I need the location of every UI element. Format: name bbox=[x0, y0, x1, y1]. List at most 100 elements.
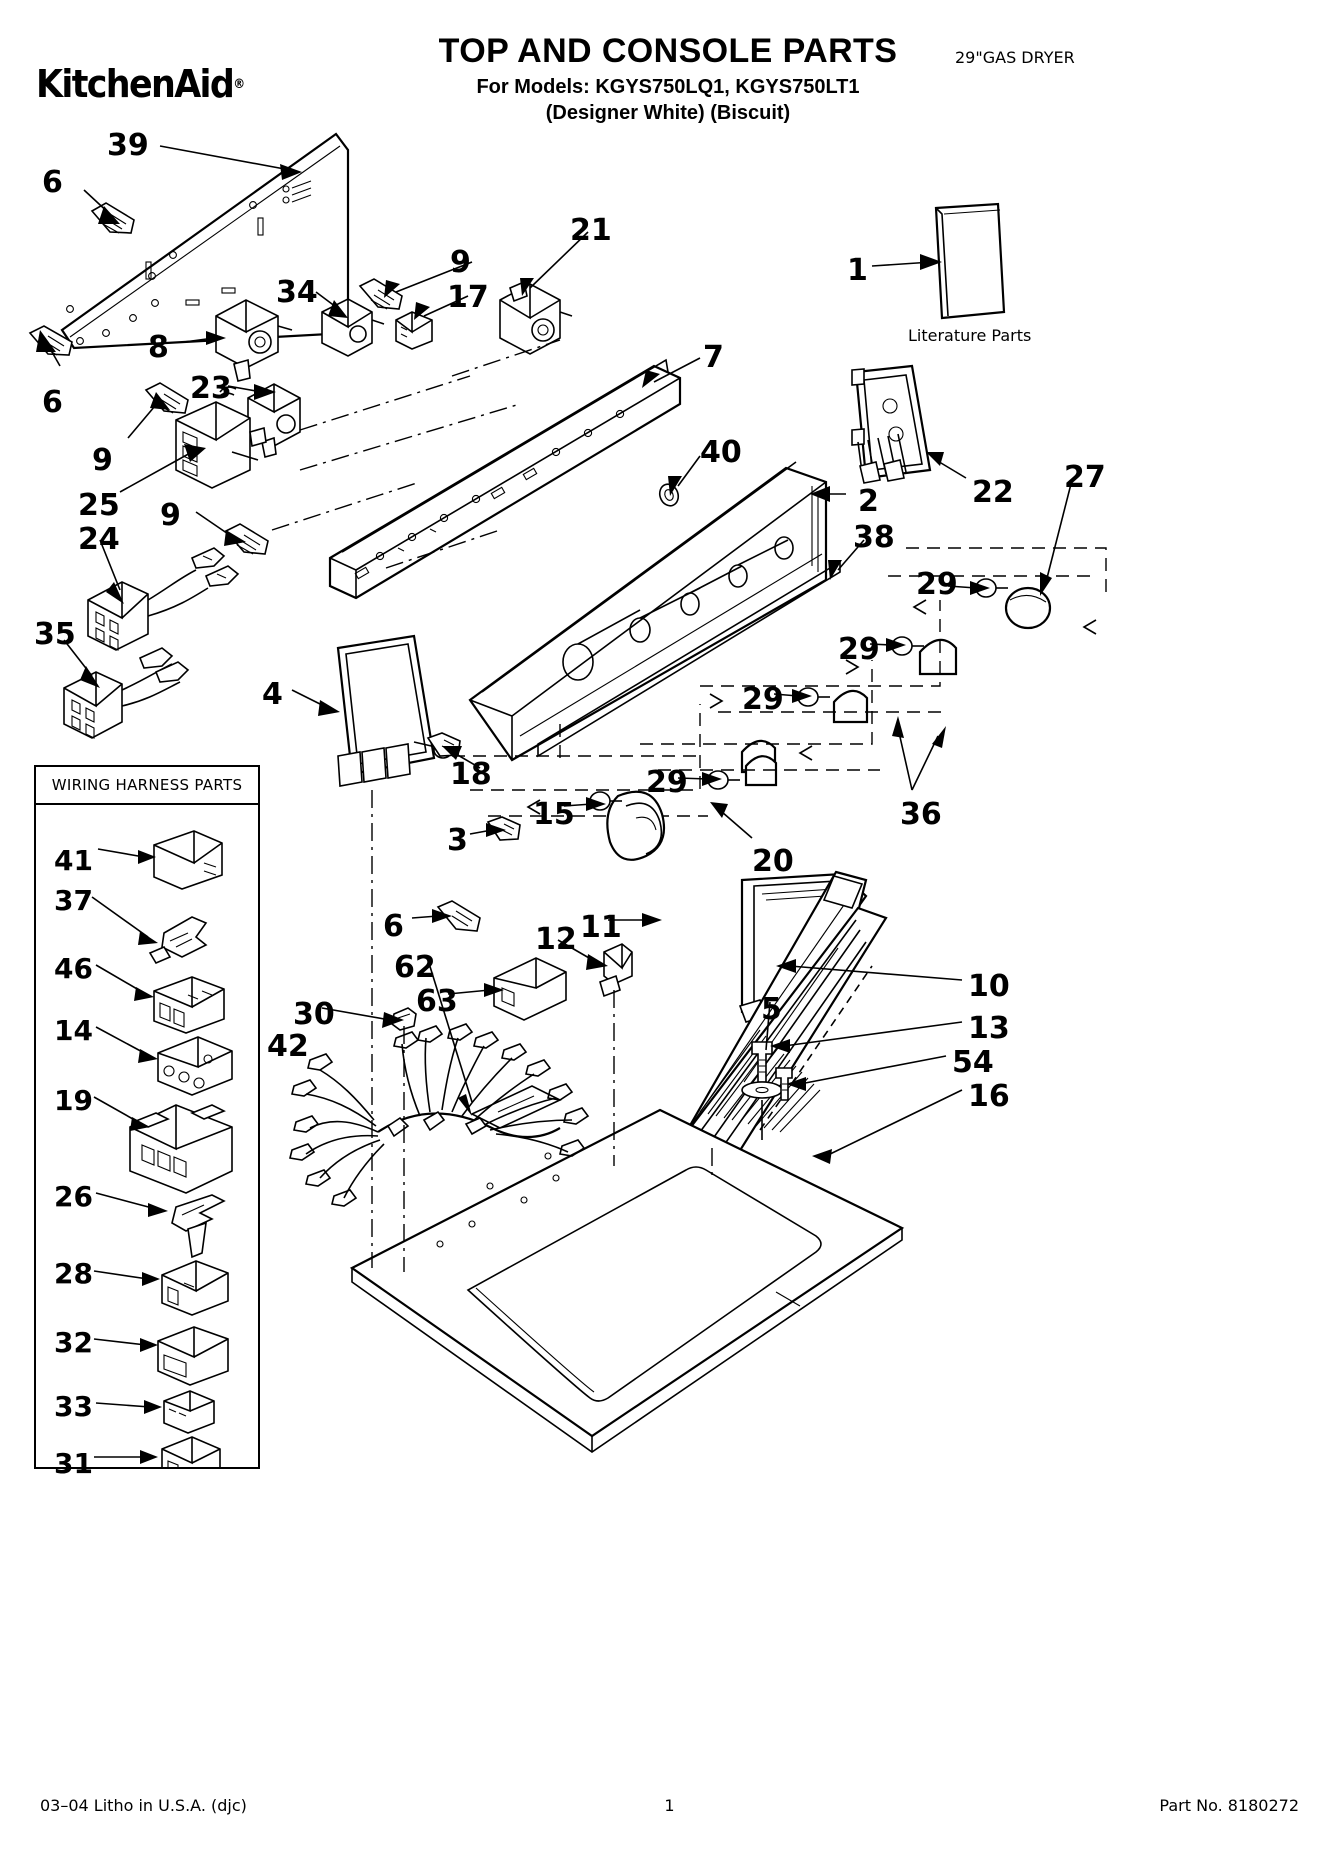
callout-39: 39 bbox=[107, 128, 149, 163]
part-3-screw bbox=[486, 816, 521, 841]
part-2-console-panel bbox=[468, 461, 841, 762]
callout-21: 21 bbox=[570, 213, 612, 248]
part-35-wire-harness bbox=[63, 647, 190, 739]
callout-40: 40 bbox=[700, 435, 742, 470]
part-1-literature bbox=[934, 202, 1006, 320]
callout-29: 29 bbox=[646, 765, 688, 800]
callout-23: 23 bbox=[190, 371, 232, 406]
callout-8: 8 bbox=[148, 330, 169, 365]
part-21-switch bbox=[499, 280, 573, 355]
callout-35: 35 bbox=[34, 617, 76, 652]
callout-5: 5 bbox=[761, 992, 782, 1027]
legend-item-32: 32 bbox=[54, 1326, 93, 1359]
callout-22: 22 bbox=[972, 475, 1014, 510]
callout-4: 4 bbox=[262, 677, 283, 712]
wire-harness-bundle bbox=[289, 1023, 590, 1207]
footer-litho: 03–04 Litho in U.S.A. (djc) bbox=[40, 1796, 247, 1815]
part-8-rotary-switch bbox=[215, 299, 293, 382]
footer-page-number: 1 bbox=[664, 1796, 675, 1815]
part-13-screw bbox=[751, 1041, 773, 1083]
page-title: TOP AND CONSOLE PARTS bbox=[438, 32, 898, 70]
part-30-42-clip bbox=[391, 1007, 417, 1031]
callout-7: 7 bbox=[703, 340, 724, 375]
registered-mark: ® bbox=[233, 77, 245, 92]
part-5-screw bbox=[761, 1067, 793, 1140]
callout-15: 15 bbox=[533, 797, 575, 832]
legend-item-19: 19 bbox=[54, 1084, 93, 1117]
wiring-harness-parts-box: WIRING HARNESS PARTS bbox=[34, 765, 260, 1478]
callout-29: 29 bbox=[838, 632, 880, 667]
brand-name: KitchenAid bbox=[36, 62, 235, 106]
model-list: For Models: KGYS750LQ1, KGYS750LT1 bbox=[476, 76, 860, 98]
callout-38: 38 bbox=[853, 520, 895, 555]
callout-63: 63 bbox=[416, 984, 458, 1019]
part-27-knob bbox=[1004, 586, 1052, 630]
callout-29: 29 bbox=[742, 682, 784, 717]
callout-17: 17 bbox=[447, 280, 489, 315]
color-variants: (Designer White) (Biscuit) bbox=[545, 102, 791, 124]
callout-9: 9 bbox=[450, 245, 471, 280]
callout-6: 6 bbox=[42, 165, 63, 200]
legend-item-41: 41 bbox=[54, 844, 93, 877]
footer-part-number: Part No. 8180272 bbox=[1159, 1796, 1299, 1815]
legend-item-31: 31 bbox=[54, 1447, 93, 1480]
part-40-bushing bbox=[658, 483, 680, 507]
legend-item-37: 37 bbox=[54, 884, 93, 917]
callout-29: 29 bbox=[916, 567, 958, 602]
part-39-rear-panel bbox=[60, 132, 350, 350]
callout-27: 27 bbox=[1064, 460, 1106, 495]
callout-3: 3 bbox=[447, 823, 468, 858]
callout-42: 42 bbox=[267, 1029, 309, 1064]
part-62-mounting-plate bbox=[470, 1085, 562, 1129]
legend-item-26: 26 bbox=[54, 1180, 93, 1213]
legend-item-14: 14 bbox=[54, 1014, 93, 1047]
callout-10: 10 bbox=[968, 969, 1010, 1004]
part-6-screws bbox=[28, 202, 135, 356]
part-22-end-bracket bbox=[851, 364, 932, 484]
part-9-screws bbox=[144, 278, 403, 555]
callout-25: 25 bbox=[78, 488, 120, 523]
legend-artwork bbox=[91, 830, 233, 1467]
callout-9: 9 bbox=[160, 498, 181, 533]
callout-18: 18 bbox=[450, 757, 492, 792]
part-18-screw bbox=[426, 732, 461, 757]
callout-34: 34 bbox=[276, 275, 318, 310]
callout-36: 36 bbox=[900, 797, 942, 832]
dryer-type-label: 29"GAS DRYER bbox=[955, 48, 1075, 67]
callout-11: 11 bbox=[580, 910, 622, 945]
callout-30: 30 bbox=[293, 997, 335, 1032]
part-15-timer-knob bbox=[589, 790, 666, 861]
kitchenaid-logo: KitchenAid® bbox=[36, 62, 342, 108]
part-12-lid-switch bbox=[599, 943, 633, 998]
callout-20: 20 bbox=[752, 844, 794, 879]
part-54-washer bbox=[741, 1081, 783, 1099]
callout-1: 1 bbox=[847, 253, 868, 288]
callout-2: 2 bbox=[858, 484, 879, 519]
callout-62: 62 bbox=[394, 950, 436, 985]
part-17-terminal bbox=[395, 311, 433, 350]
part-24-wire-harness bbox=[87, 547, 240, 651]
legend-item-46: 46 bbox=[54, 952, 93, 985]
callout-6: 6 bbox=[383, 909, 404, 944]
part-63-connector bbox=[493, 957, 567, 1021]
part-16-dryer-top bbox=[349, 1108, 905, 1453]
callout-6: 6 bbox=[42, 385, 63, 420]
part-6-screw-lower bbox=[436, 900, 481, 932]
literature-parts-caption: Literature Parts bbox=[908, 326, 1032, 345]
callout-9: 9 bbox=[92, 443, 113, 478]
callout-13: 13 bbox=[968, 1011, 1010, 1046]
legend-item-33: 33 bbox=[54, 1390, 93, 1423]
callout-16: 16 bbox=[968, 1079, 1010, 1114]
callout-24: 24 bbox=[78, 522, 120, 557]
callout-54: 54 bbox=[952, 1045, 994, 1080]
callout-12: 12 bbox=[535, 922, 577, 957]
part-20-lid-frame bbox=[738, 872, 868, 1030]
wiring-harness-title: WIRING HARNESS PARTS bbox=[36, 767, 258, 805]
assembly-chevrons bbox=[526, 599, 1097, 815]
part-34-switch bbox=[321, 298, 385, 357]
part-4-side-bracket bbox=[336, 634, 453, 787]
part-10-dryer-lid bbox=[682, 870, 888, 1162]
part-7-console-bracket bbox=[328, 358, 682, 600]
